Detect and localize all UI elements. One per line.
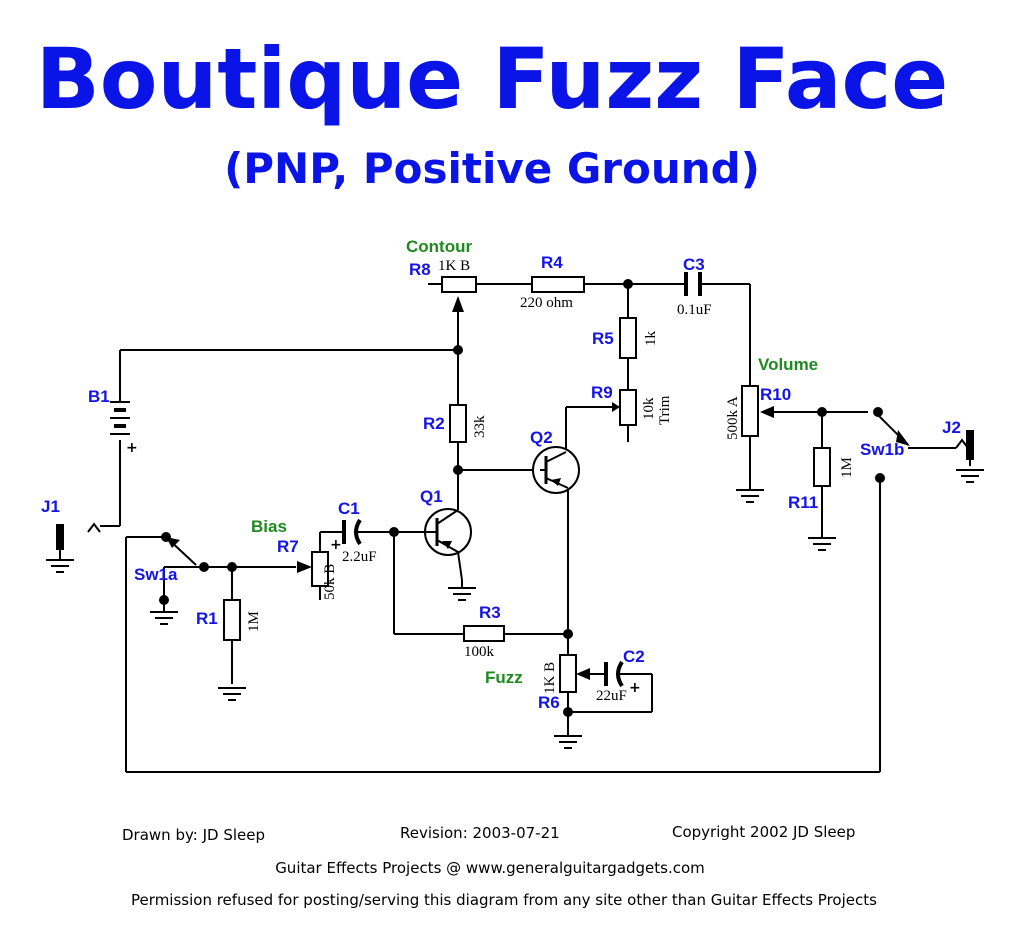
b1-battery: + xyxy=(110,401,138,456)
r10-ref: R10 xyxy=(760,385,791,404)
c3-symbol xyxy=(684,272,702,296)
r8-wiper-arrow xyxy=(452,296,464,312)
r2-value: 33k xyxy=(472,415,488,438)
b1-ref: B1 xyxy=(88,387,110,406)
c3-value: 0.1uF xyxy=(677,302,712,318)
schematic-title: Boutique Fuzz Face xyxy=(36,30,949,128)
footer-copyright: Copyright 2002 JD Sleep xyxy=(672,823,855,841)
r3-value: 100k xyxy=(464,644,495,660)
r5-value: 1k xyxy=(643,331,659,347)
junction-dots xyxy=(159,279,885,717)
r4-ref: R4 xyxy=(541,253,563,272)
footer-revision: Revision: 2003-07-21 xyxy=(400,824,560,842)
c1-symbol: + xyxy=(330,518,362,553)
r1-value: 1M xyxy=(246,611,262,632)
r8-body xyxy=(441,276,477,293)
r10-wiper-arrow xyxy=(760,406,774,418)
r3-body xyxy=(463,625,505,642)
r10-body xyxy=(741,385,759,437)
r9-wiper-arrow xyxy=(612,402,620,412)
j2-ref: J2 xyxy=(942,418,961,437)
fuzz-label: Fuzz xyxy=(485,668,523,687)
r5-ref: R5 xyxy=(592,329,614,348)
r9-ref: R9 xyxy=(591,383,613,402)
c2-symbol: + xyxy=(604,660,641,696)
r1-ref: R1 xyxy=(196,609,218,628)
r7-value: 50k B xyxy=(322,564,338,600)
j1-ref: J1 xyxy=(41,497,60,516)
q1-ref: Q1 xyxy=(420,487,443,506)
q1-transistor xyxy=(424,508,472,556)
r7-ref: R7 xyxy=(277,537,299,556)
c2-polarity: + xyxy=(629,680,641,696)
q2-transistor xyxy=(532,446,580,494)
r4-body xyxy=(531,276,585,293)
r2-ref: R2 xyxy=(423,414,445,433)
r9-value: 10k xyxy=(641,397,657,420)
r11-body xyxy=(813,447,831,487)
j2-jack xyxy=(966,430,974,460)
footer-site: Guitar Effects Projects @ www.generalgui… xyxy=(275,859,705,877)
r6-ref: R6 xyxy=(538,693,560,712)
bias-label: Bias xyxy=(251,517,287,536)
wiring xyxy=(59,283,971,773)
footer-permission: Permission refused for posting/serving t… xyxy=(131,891,877,909)
r11-ref: R11 xyxy=(788,493,818,512)
r6-wiper-arrow xyxy=(576,668,590,680)
r6-body xyxy=(559,654,577,693)
r6-value: 1K B xyxy=(542,662,558,694)
contour-label: Contour xyxy=(406,237,472,256)
schematic-subtitle: (PNP, Positive Ground) xyxy=(224,144,760,193)
c1-value: 2.2uF xyxy=(342,549,377,565)
r7-wiper-arrow xyxy=(297,561,312,573)
r9-value-trim: Trim xyxy=(657,395,673,425)
r1-body xyxy=(223,599,241,641)
r10-value: 500k A xyxy=(725,396,741,440)
sw1b-ref: Sw1b xyxy=(860,440,904,459)
r9-body xyxy=(619,389,637,426)
r5-body xyxy=(619,317,637,359)
r2-body xyxy=(449,404,467,443)
r4-value: 220 ohm xyxy=(520,295,573,311)
r3-ref: R3 xyxy=(479,603,501,622)
c3-ref: C3 xyxy=(683,255,705,274)
q2-ref: Q2 xyxy=(530,428,553,447)
r7-body xyxy=(311,551,329,587)
c1-polarity: + xyxy=(330,537,342,553)
c1-ref: C1 xyxy=(338,499,360,518)
c2-ref: C2 xyxy=(623,647,645,666)
r11-value: 1M xyxy=(839,457,855,478)
sw1b-arrow xyxy=(896,430,910,446)
j1-jack xyxy=(56,524,64,550)
footer-drawn-by: Drawn by: JD Sleep xyxy=(122,826,265,844)
b1-polarity: + xyxy=(126,440,138,456)
c2-value: 22uF xyxy=(596,688,627,704)
volume-label: Volume xyxy=(758,355,818,374)
ground-symbols xyxy=(46,469,984,749)
sw1a-ref: Sw1a xyxy=(134,565,178,584)
r8-ref: R8 xyxy=(409,260,431,279)
r8-value: 1K B xyxy=(438,258,470,274)
